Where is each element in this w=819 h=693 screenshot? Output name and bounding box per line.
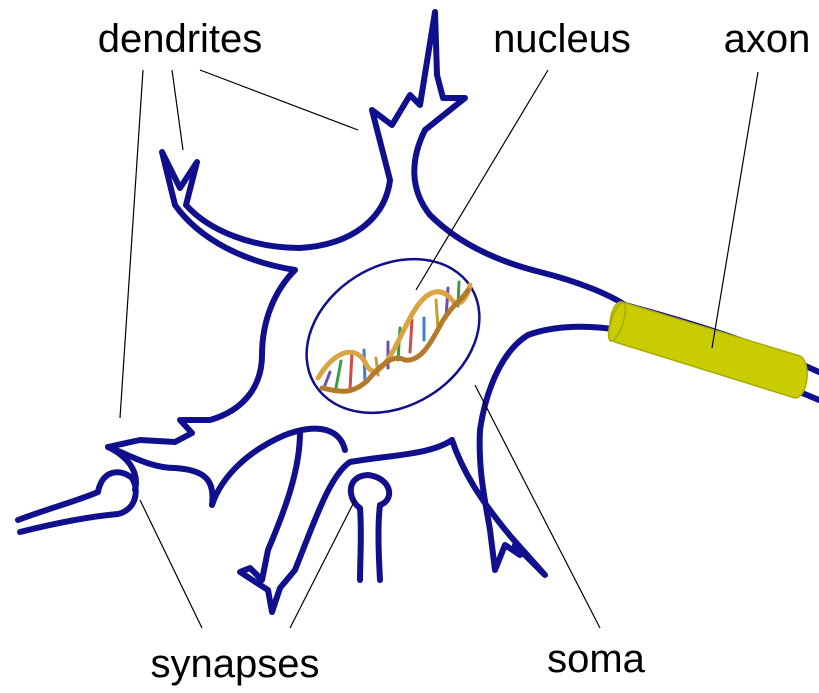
synapse-middle-terminal: [351, 475, 389, 580]
leader-soma: [475, 385, 600, 628]
soma-left-edge: [108, 270, 295, 447]
label-synapses: synapses: [151, 642, 320, 686]
label-dendrites: dendrites: [98, 17, 263, 61]
label-soma: soma: [547, 637, 646, 681]
leader-axon: [712, 72, 758, 348]
nucleus-membrane: [278, 228, 508, 444]
label-nucleus: nucleus: [493, 17, 631, 61]
synapse-left-terminal: [18, 472, 136, 532]
leader-synapses-1: [140, 500, 202, 628]
leader-dendrites-2: [172, 70, 183, 150]
dendrite-upper-left: [162, 152, 300, 270]
leader-nucleus: [416, 70, 548, 290]
dendrite-lower-right: [452, 430, 545, 575]
leader-dendrites-1: [120, 70, 143, 418]
axon-hillock-lower: [480, 327, 620, 430]
leader-dendrites-3: [200, 70, 358, 130]
myelin-sheath: [605, 301, 807, 398]
label-axon: axon: [724, 17, 811, 61]
dna-double-helix-icon: [318, 282, 470, 391]
dendrite-lower-middle: [240, 432, 452, 612]
